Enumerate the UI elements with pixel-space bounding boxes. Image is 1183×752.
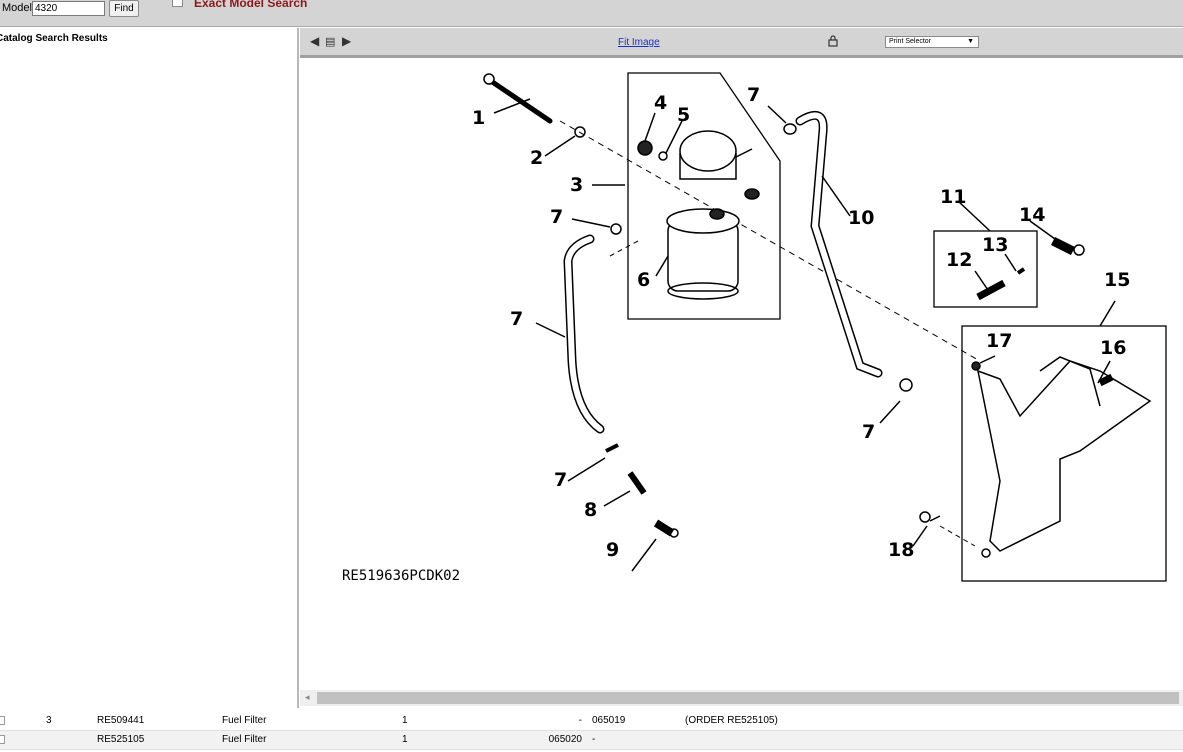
callout: 2	[530, 147, 543, 169]
callout: 7	[554, 469, 567, 491]
serial-from-cell: -	[459, 711, 588, 731]
part-number-cell: RE525105	[97, 730, 222, 750]
qty-cell: 1	[402, 730, 459, 750]
serial-to-cell: -	[588, 730, 685, 750]
callout: 1	[472, 107, 485, 129]
callout: 7	[862, 421, 875, 443]
panel-title: Catalog Search Results	[0, 33, 108, 44]
print-selector-dropdown[interactable]: Print Selector ▼	[885, 36, 979, 48]
table-row[interactable]: RE525105 Fuel Filter 1 065020 -	[0, 730, 1183, 750]
lock-icon[interactable]	[828, 35, 838, 50]
callout: 15	[1104, 269, 1130, 291]
callout: 7	[550, 206, 563, 228]
table-row[interactable]: 3 RE509441 Fuel Filter 1 - 065019 (ORDER…	[0, 711, 1183, 731]
callout: 12	[946, 249, 972, 271]
callout: 17	[986, 330, 1012, 352]
callout: 14	[1019, 204, 1045, 226]
callout: 11	[940, 186, 966, 208]
description-cell: Fuel Filter	[222, 711, 402, 731]
chevron-down-icon: ▼	[967, 38, 974, 45]
horizontal-scrollbar[interactable]: ◂	[300, 690, 1183, 706]
callout: 18	[888, 539, 914, 561]
callout: 5	[677, 104, 690, 126]
row-select[interactable]	[0, 711, 46, 731]
callout: 16	[1100, 337, 1126, 359]
ref-cell	[46, 730, 97, 750]
model-label: Model	[2, 2, 32, 14]
remarks-cell: (ORDER RE525105)	[685, 711, 1183, 731]
callout: 4	[654, 92, 667, 114]
description-cell: Fuel Filter	[222, 730, 402, 750]
scroll-left-icon[interactable]: ◂	[305, 692, 310, 702]
find-button[interactable]: Find	[109, 0, 139, 17]
catalog-search-results-panel: Catalog Search Results	[0, 28, 299, 708]
callout: 8	[584, 499, 597, 521]
row-select[interactable]	[0, 730, 46, 750]
image-viewer: ◀ ▤ ▶ Fit Image Print Selector ▼	[300, 28, 1183, 708]
callout: 7	[747, 84, 760, 106]
print-selector-value: Print Selector	[889, 38, 932, 45]
page-icon[interactable]: ▤	[325, 36, 336, 48]
ref-cell: 3	[46, 711, 97, 731]
callout: 10	[848, 207, 874, 229]
arrow-left-icon[interactable]: ◀	[310, 34, 320, 48]
arrow-right-icon[interactable]: ▶	[342, 34, 352, 48]
scrollbar-thumb[interactable]	[317, 692, 1179, 704]
serial-from-cell: 065020	[459, 730, 588, 750]
remarks-cell	[685, 730, 1183, 750]
parts-results-table: 3 RE509441 Fuel Filter 1 - 065019 (ORDER…	[0, 711, 1183, 750]
callout: 7	[510, 308, 523, 330]
model-input[interactable]	[32, 1, 105, 16]
exact-model-search-label: Exact Model Search	[194, 0, 308, 10]
qty-cell: 1	[402, 711, 459, 731]
callout: 9	[606, 539, 619, 561]
part-number-cell: RE509441	[97, 711, 222, 731]
row-checkbox[interactable]	[0, 734, 5, 744]
top-toolbar: Model Find Exact Model Search	[0, 0, 1183, 27]
viewer-toolbar: ◀ ▤ ▶ Fit Image Print Selector ▼	[300, 28, 1183, 58]
fit-image-link[interactable]: Fit Image	[618, 37, 660, 48]
parts-diagram: 1 2 3 4 5 6 7 7 7 7 7 8 9 10 11 12 13 14…	[342, 72, 1167, 584]
serial-to-cell: 065019	[588, 711, 685, 731]
row-checkbox[interactable]	[0, 715, 5, 725]
exact-model-search-checkbox[interactable]	[172, 0, 183, 7]
callout: 3	[570, 174, 583, 196]
callout: 13	[982, 234, 1008, 256]
diagram-code: RE519636PCDK02	[342, 568, 460, 584]
callout: 6	[637, 269, 650, 291]
